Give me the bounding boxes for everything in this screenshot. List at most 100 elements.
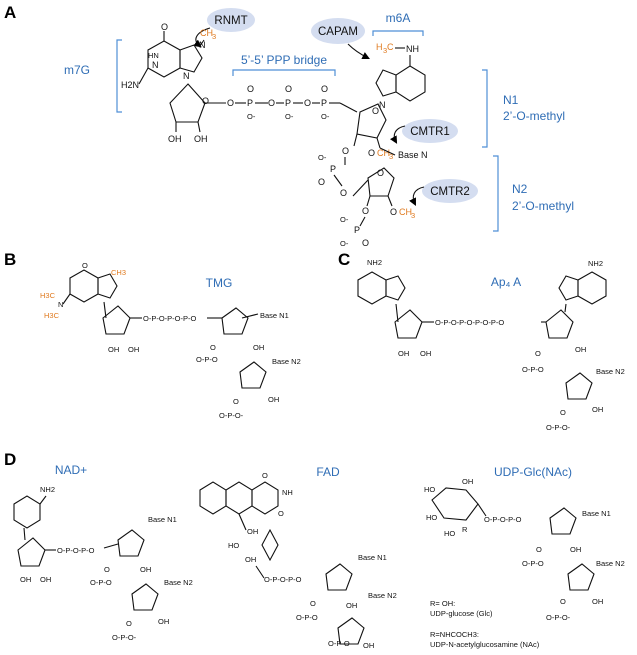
svg-text:OH: OH: [40, 575, 51, 584]
svg-text:Base N2: Base N2: [596, 559, 625, 568]
rnmt-arrow: [193, 27, 211, 48]
svg-text:O-: O-: [318, 153, 327, 162]
ppp-bracket: [232, 69, 336, 76]
fad-title: FAD: [316, 465, 340, 479]
svg-text:3: 3: [389, 152, 393, 161]
svg-text:RNMT: RNMT: [214, 15, 247, 27]
m6a-bracket: [372, 30, 424, 36]
n2-sub-label: 2’-O-methyl: [512, 199, 574, 213]
svg-text:O: O: [372, 106, 379, 116]
svg-text:O: O: [535, 349, 541, 358]
svg-text:Base N1: Base N1: [358, 553, 387, 562]
n1-sub-label: 2’-O-methyl: [503, 109, 565, 123]
svg-text:CH: CH: [200, 28, 213, 38]
svg-text:P: P: [247, 98, 253, 108]
svg-text:NH2: NH2: [367, 258, 382, 267]
svg-text:Base N: Base N: [398, 150, 428, 160]
fad-structure: O NH O OH HO OH O-P-O-P-O Base N1 OH O O…: [199, 471, 397, 650]
svg-text:NH: NH: [406, 44, 419, 54]
svg-text:Base N1: Base N1: [148, 515, 177, 524]
svg-text:OH: OH: [128, 345, 139, 354]
svg-text:O: O: [227, 98, 234, 108]
svg-text:OH: OH: [245, 555, 256, 564]
enzyme-rnmt: RNMT: [207, 8, 255, 32]
svg-text:O-: O-: [285, 112, 294, 121]
m7g-label: m7G: [64, 63, 90, 77]
svg-text:O: O: [304, 98, 311, 108]
svg-text:NH2: NH2: [40, 485, 55, 494]
svg-text:O: O: [82, 261, 88, 270]
svg-text:NH: NH: [282, 488, 293, 497]
svg-text:O-: O-: [340, 239, 349, 248]
svg-text:3: 3: [411, 211, 415, 220]
svg-text:Base N1: Base N1: [260, 311, 289, 320]
svg-text:O: O: [126, 619, 132, 628]
udp-note-glc: UDP-glucose (Glc): [430, 609, 493, 618]
enzyme-cmtr2: CMTR2: [422, 179, 478, 203]
svg-text:O-P-O-P-O-P-O: O-P-O-P-O-P-O: [143, 314, 196, 323]
svg-text:O-P-O: O-P-O: [90, 578, 112, 587]
svg-text:O: O: [560, 597, 566, 606]
svg-text:O: O: [368, 148, 375, 158]
svg-text:H3C: H3C: [40, 291, 56, 300]
svg-text:CH3: CH3: [111, 268, 126, 277]
m7g-bracket: [116, 39, 122, 113]
svg-text:CH: CH: [399, 207, 412, 217]
panel-letter-a: A: [4, 3, 16, 22]
panel-letter-c: C: [338, 250, 350, 269]
svg-text:O: O: [262, 471, 268, 480]
svg-text:O-P-O: O-P-O: [196, 355, 218, 364]
svg-text:O-P-O-P-O-P-O-P-O: O-P-O-P-O-P-O-P-O: [435, 318, 504, 327]
svg-text:O: O: [362, 206, 369, 216]
svg-text:HO: HO: [228, 541, 239, 550]
udp-note-nac: UDP-N-acetylglucosamine (NAc): [430, 640, 540, 649]
udp-note-r-oh: R= OH:: [430, 599, 455, 608]
svg-text:HN: HN: [148, 51, 159, 60]
svg-text:CMTR1: CMTR1: [410, 126, 450, 138]
svg-text:NH2: NH2: [588, 259, 603, 268]
svg-text:P: P: [321, 98, 327, 108]
svg-text:N: N: [58, 300, 63, 309]
tmg-structure: O CH3 H3C H3C N OH OH O-P-O-P-O-P-O Base…: [40, 261, 301, 420]
cmtr2-arrow: [409, 186, 425, 206]
svg-text:O-P-O-: O-P-O-: [112, 633, 137, 642]
svg-text:H3C: H3C: [44, 311, 60, 320]
svg-text:Base N2: Base N2: [272, 357, 301, 366]
svg-text:OH: OH: [268, 395, 279, 404]
svg-text:O: O: [340, 188, 347, 198]
svg-text:P: P: [330, 164, 336, 174]
svg-text:O: O: [268, 98, 275, 108]
svg-text:O: O: [377, 168, 384, 178]
udp-note-r-nac: R=NHCOCH3:: [430, 630, 479, 639]
svg-text:O: O: [318, 177, 325, 187]
svg-text:Base N1: Base N1: [582, 509, 611, 518]
svg-text:O: O: [321, 84, 328, 94]
svg-text:N: N: [183, 71, 190, 81]
svg-text:O-P-O-P-O: O-P-O-P-O: [264, 575, 302, 584]
svg-text:OH: OH: [420, 349, 431, 358]
svg-text:N: N: [199, 40, 206, 50]
svg-text:OH: OH: [592, 597, 603, 606]
ppp-chain: O P O O- O P O O- O P O O-: [227, 84, 340, 121]
svg-text:HO: HO: [426, 513, 437, 522]
svg-text:O: O: [278, 509, 284, 518]
n1-label: N1: [503, 93, 519, 107]
svg-text:O-P-O-P-O: O-P-O-P-O: [57, 546, 95, 555]
svg-text:HO: HO: [424, 485, 435, 494]
svg-text:P: P: [285, 98, 291, 108]
svg-text:Base N2: Base N2: [368, 591, 397, 600]
svg-text:OH: OH: [168, 134, 182, 144]
nad-structure: NH2 OH OH O-P-O-P-O Base N1 OH O O-P-O B…: [13, 485, 193, 642]
ppp-bridge-label: 5’-5’ PPP bridge: [241, 53, 327, 67]
tmg-title: TMG: [206, 276, 233, 290]
svg-text:OH: OH: [346, 601, 357, 610]
svg-text:O: O: [202, 96, 209, 106]
svg-text:N: N: [152, 60, 159, 70]
svg-text:O: O: [161, 22, 168, 32]
enzyme-capam: CAPAM: [311, 18, 365, 44]
udp-structure: HO HO HO R OH O-P-O-P-O Base N1 OH O O-P…: [424, 477, 625, 622]
svg-text:Base N2: Base N2: [596, 367, 625, 376]
svg-text:OH: OH: [194, 134, 208, 144]
n2-label: N2: [512, 182, 528, 196]
